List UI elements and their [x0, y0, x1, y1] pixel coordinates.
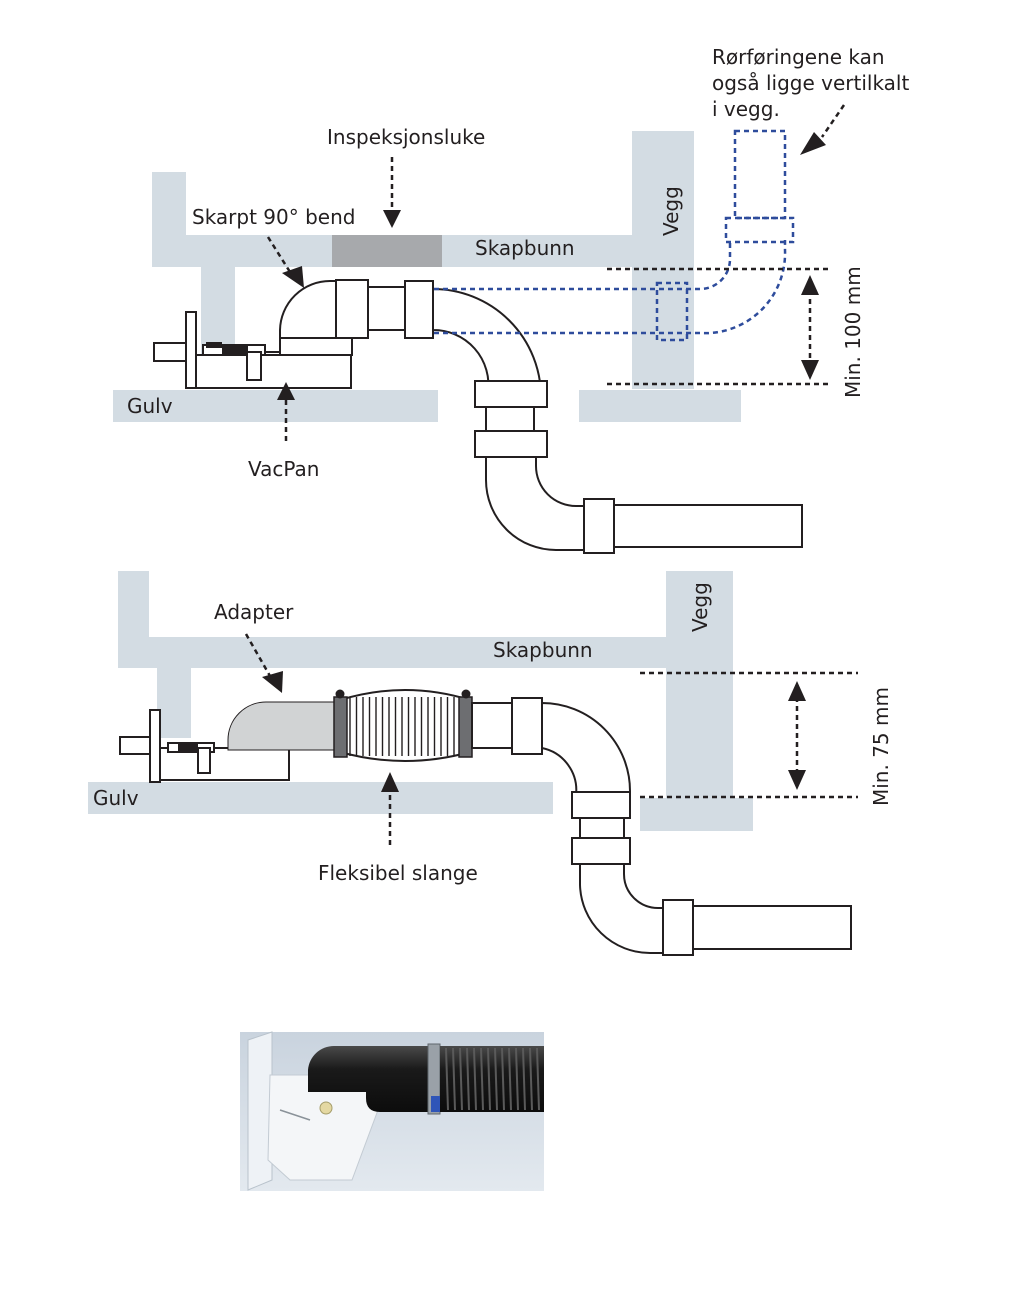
adapter-label: Adapter [214, 600, 294, 624]
wall-lower [632, 267, 694, 389]
flexible-hose [333, 689, 473, 762]
photo-hose-rib [501, 1047, 505, 1111]
floor-right [579, 390, 741, 422]
photo-hose-rib [494, 1047, 498, 1111]
floor-left-bottom [88, 782, 553, 814]
cabinet-base-label-bottom: Skapbunn [493, 638, 593, 662]
floor-right-bottom [640, 798, 753, 831]
min-height-label-top: Min. 100 mm [841, 266, 865, 398]
note-line-1: Rørføringene kan [712, 45, 885, 69]
vacpan-label: VacPan [248, 457, 319, 481]
vacpan-unit-bottom [119, 709, 290, 783]
note-line-2: også ligge vertilkalt [712, 71, 909, 95]
leader-arrows-top [266, 104, 846, 441]
alternative-vertical-route [434, 129, 795, 342]
photo-hose-rib [508, 1047, 512, 1111]
inspection-hatch [332, 235, 442, 267]
floor-label-bottom: Gulv [93, 786, 139, 810]
photo-hose-rib [515, 1047, 519, 1111]
min-height-label-bottom: Min. 75 mm [869, 687, 893, 806]
wall-lower-bottom [666, 668, 733, 798]
wall-label-top: Vegg [659, 186, 683, 236]
cabinet-base-label-top: Skapbunn [475, 236, 575, 260]
photo-hose-rib [459, 1047, 463, 1111]
photo-hose-rib [452, 1047, 456, 1111]
photo-hose-rib [536, 1047, 540, 1111]
top-labels: Rørføringene kan også ligge vertilkalt i… [127, 45, 909, 481]
leader-arrows-bottom [244, 633, 399, 845]
cabinet-structure-bottom [118, 571, 733, 738]
bottom-diagram: Adapter Skapbunn Vegg Gulv Fleksibel sla… [88, 571, 893, 956]
photo-hose-rib [529, 1047, 533, 1111]
top-pipe-run [279, 279, 803, 554]
top-diagram: Rørføringene kan også ligge vertilkalt i… [113, 45, 909, 554]
note-line-3: i vegg. [712, 97, 780, 121]
adapter [227, 701, 337, 751]
photo-hose-rib [473, 1047, 477, 1111]
product-photo [240, 1031, 544, 1191]
wall-label-bottom: Vegg [688, 582, 712, 632]
flexible-hose-label: Fleksibel slange [318, 861, 478, 885]
photo-hose-rib [522, 1047, 526, 1111]
dimension-100mm [607, 267, 829, 386]
photo-hose-rib [480, 1047, 484, 1111]
photo-hose-rib [445, 1047, 449, 1111]
sharp-bend-label: Skarpt 90° bend [192, 205, 355, 229]
photo-hose-rib [487, 1047, 491, 1111]
bottom-pipe-run [471, 697, 852, 956]
bottom-labels: Adapter Skapbunn Vegg Gulv Fleksibel sla… [93, 582, 893, 885]
dimension-75mm [640, 671, 858, 799]
floor-label-top: Gulv [127, 394, 173, 418]
floor-left [113, 390, 438, 422]
photo-hose-rib [466, 1047, 470, 1111]
inspection-hatch-label: Inspeksjonsluke [327, 125, 485, 149]
